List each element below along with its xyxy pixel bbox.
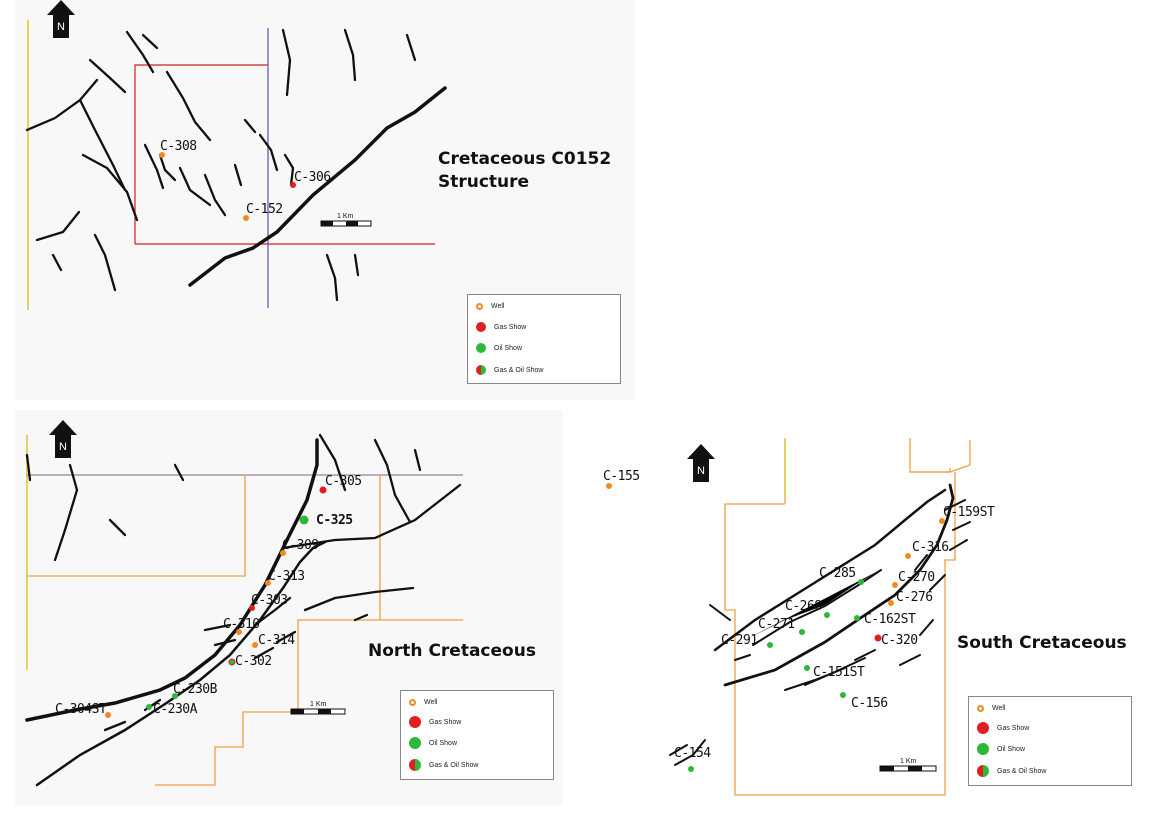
well-icon [476, 303, 483, 310]
cretaceous-c0152-map: 1 Km N C-308 C-306 C-152 Cretaceous C015… [15, 0, 635, 400]
well-label-c-159st: C-159ST [943, 505, 995, 520]
faults [25, 28, 417, 302]
gas-oil-show-icon [476, 365, 486, 375]
map-title: North Cretaceous [368, 641, 536, 661]
well-label-c-151st: C-151ST [813, 665, 865, 680]
north-cretaceous-svg: 1 Km N C-305 C-325 C-309 C-313 C-303 C-3… [25, 420, 463, 787]
well-label-c-314: C-314 [258, 633, 295, 648]
well-label-c-320: C-320 [881, 633, 918, 648]
well-dot-c-152 [243, 215, 249, 221]
legend-item-gasoil: Gas & Oil Show [476, 365, 543, 375]
cretaceous-c0152-svg: 1 Km N C-308 C-306 C-152 [25, 0, 447, 310]
legend-item-gasoil: Gas & Oil Show [977, 765, 1046, 777]
oil-show-icon [409, 737, 421, 749]
main-fault [723, 483, 955, 687]
orange-boundary [724, 472, 956, 796]
well-label-c-276: C-276 [896, 590, 933, 605]
well-label-c-305: C-305 [325, 474, 362, 489]
well-label-c-303: C-303 [251, 593, 288, 608]
legend: Well Gas Show Oil Show Gas & Oil Show [467, 294, 621, 384]
map-title: South Cretaceous [957, 633, 1127, 653]
well-label-c-230a: C-230A [153, 702, 198, 717]
scale-bar: 1 Km [290, 701, 346, 715]
legend: Well Gas Show Oil Show Gas & Oil Show [400, 690, 554, 780]
legend-item-oil: Oil Show [977, 743, 1025, 755]
well-label-c-304st: C-304ST [55, 702, 107, 717]
legend-item-oil: Oil Show [409, 737, 457, 749]
well-label-c-310: C-310 [223, 617, 260, 632]
legend-item-gas: Gas Show [977, 722, 1029, 734]
map-title: Cretaceous C0152 Structure [438, 149, 612, 192]
legend-item-well: Well [977, 705, 1005, 712]
well-label-c-325: C-325 [316, 513, 353, 528]
well-label-c-152: C-152 [246, 202, 283, 217]
oil-show-icon [476, 343, 486, 353]
well-dot-c-308 [159, 152, 165, 158]
legend-item-oil: Oil Show [476, 343, 522, 353]
well-label-c-285: C-285 [819, 566, 856, 581]
north-cretaceous-map: 1 Km N C-305 C-325 C-309 C-313 C-303 C-3… [15, 410, 563, 805]
svg-text:N: N [59, 441, 67, 453]
well-label-c-316: C-316 [912, 540, 949, 555]
legend-item-well: Well [409, 699, 437, 706]
gas-show-icon [977, 722, 989, 734]
legend: Well Gas Show Oil Show Gas & Oil Show [968, 696, 1132, 786]
orange-boundary [27, 475, 246, 577]
well-label-c-154: C-154 [674, 746, 711, 761]
well-label-c-302: C-302 [235, 654, 272, 669]
south-cretaceous-svg: 1 Km N C-155 C-159ST C-316 C-285 C-270 C… [603, 438, 995, 796]
north-arrow-icon: N [47, 0, 75, 38]
scale-bar: 1 Km [320, 213, 372, 227]
gas-oil-show-icon [409, 759, 421, 771]
well-label-c-162st: C-162ST [864, 612, 916, 627]
scale-bar-label: 1 Km [337, 213, 354, 220]
main-fault [188, 86, 447, 287]
well-label-c-313: C-313 [268, 569, 305, 584]
legend-item-well: Well [476, 303, 504, 310]
gas-show-icon [409, 716, 421, 728]
well-markers: C-305 C-325 C-309 C-313 C-303 C-310 C-31… [55, 474, 362, 718]
well-label-c-156: C-156 [851, 696, 888, 711]
well-label-c-271: C-271 [758, 617, 795, 632]
north-arrow-icon: N [687, 444, 715, 482]
well-label-c-291: C-291 [721, 633, 758, 648]
south-cretaceous-map: 1 Km N C-155 C-159ST C-316 C-285 C-270 C… [575, 410, 1171, 815]
well-icon [409, 699, 416, 706]
well-label-c-230b: C-230B [173, 682, 218, 697]
svg-text:N: N [697, 465, 705, 477]
well-label-c-306: C-306 [294, 170, 331, 185]
faults [669, 499, 971, 766]
legend-item-gas: Gas Show [409, 716, 461, 728]
well-label-c-270: C-270 [898, 570, 935, 585]
red-boundary [134, 64, 268, 244]
legend-item-gasoil: Gas & Oil Show [409, 759, 478, 771]
legend-item-gas: Gas Show [476, 322, 526, 332]
faults [25, 433, 462, 732]
well-label-c-155: C-155 [603, 469, 640, 484]
well-label-c-308: C-308 [160, 139, 197, 154]
gas-oil-show-icon [977, 765, 989, 777]
north-arrow-icon: N [49, 420, 77, 458]
well-label-c-268: C-268 [785, 599, 822, 614]
well-markers: C-155 C-159ST C-316 C-285 C-270 C-276 C-… [603, 469, 995, 772]
scale-bar-label: 1 Km [310, 701, 327, 708]
well-dot-c-306 [290, 182, 296, 188]
oil-show-icon [977, 743, 989, 755]
scale-bar-label: 1 Km [900, 758, 917, 765]
gas-show-icon [476, 322, 486, 332]
well-markers: C-308 C-306 C-152 [159, 139, 331, 221]
well-label-c-309: C-309 [282, 538, 319, 553]
well-icon [977, 705, 984, 712]
svg-text:N: N [57, 21, 65, 33]
scale-bar: 1 Km [879, 758, 937, 772]
main-fault [25, 438, 319, 722]
